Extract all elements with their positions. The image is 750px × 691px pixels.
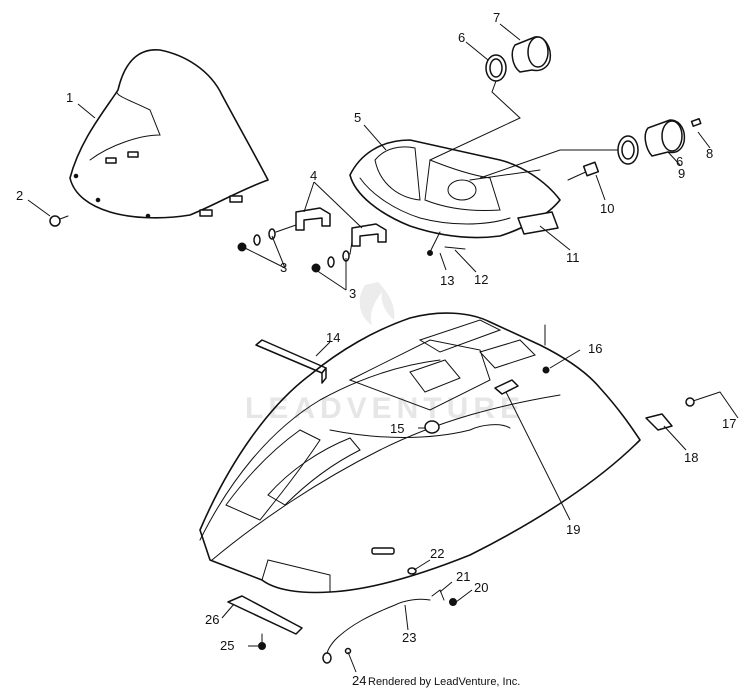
- tachometer[interactable]: [644, 119, 686, 157]
- speedometer[interactable]: [511, 36, 552, 73]
- callout-7: 7: [493, 10, 500, 25]
- tachometer-ring[interactable]: [617, 135, 639, 165]
- callout-19: 19: [566, 522, 580, 537]
- callout-21: 21: [456, 569, 470, 584]
- callout-6a: 6: [458, 30, 465, 45]
- callout-6b: 6: [676, 154, 683, 169]
- callout-25: 25: [220, 638, 234, 653]
- credit-text: Rendered by LeadVenture, Inc.: [368, 676, 520, 688]
- leader-lines: [27, 23, 739, 673]
- callout-12: 12: [474, 272, 488, 287]
- callout-13: 13: [440, 273, 454, 288]
- foam-strip[interactable]: [255, 339, 327, 384]
- callout-16: 16: [588, 341, 602, 356]
- console[interactable]: [349, 139, 561, 239]
- callout-11: 11: [566, 250, 580, 265]
- callout-1: 1: [66, 90, 73, 105]
- callout-10: 10: [600, 201, 614, 216]
- shield-screw[interactable]: [258, 633, 266, 650]
- callout-4: 4: [310, 168, 317, 183]
- callout-9: 9: [678, 166, 685, 181]
- watermark: LEADVENTURE: [245, 282, 525, 425]
- hood[interactable]: [199, 312, 641, 594]
- callout-20: 20: [474, 580, 488, 595]
- callout-15: 15: [390, 421, 404, 436]
- rivet[interactable]: [427, 231, 441, 256]
- callout-3b: 3: [349, 286, 356, 301]
- switch[interactable]: [567, 161, 600, 181]
- callout-18: 18: [684, 450, 698, 465]
- callout-23: 23: [402, 630, 416, 645]
- speedometer-ring[interactable]: [485, 54, 507, 82]
- callout-14: 14: [326, 330, 340, 345]
- tachometer-cable: [479, 149, 618, 179]
- speedometer-cable: [429, 80, 521, 161]
- bracket-hardware[interactable]: [237, 224, 353, 273]
- windshield[interactable]: [69, 49, 269, 219]
- callout-24: 24: [352, 673, 366, 688]
- callout-3a: 3: [280, 260, 287, 275]
- windshield-bracket[interactable]: [295, 207, 387, 247]
- watermark-text: LEADVENTURE: [245, 392, 525, 425]
- cable-bracket[interactable]: [645, 413, 673, 431]
- callout-labels: 1 2 3 3 4 5 6 6 7 8 9 10 11 12 13 14 15 …: [16, 10, 736, 688]
- decal-plate[interactable]: [517, 211, 559, 235]
- cotter-pin[interactable]: [444, 246, 466, 250]
- windshield-screw[interactable]: [49, 215, 69, 227]
- hood-latch-cable[interactable]: [322, 598, 431, 664]
- hood-cable[interactable]: [685, 391, 721, 407]
- callout-22: 22: [430, 546, 444, 561]
- tachometer-bulb[interactable]: [690, 118, 702, 127]
- callout-8: 8: [706, 146, 713, 161]
- callout-26: 26: [205, 612, 219, 627]
- callout-2: 2: [16, 188, 23, 203]
- callout-5: 5: [354, 110, 361, 125]
- hood-clip[interactable]: [494, 379, 519, 395]
- bottom-shield[interactable]: [227, 595, 303, 635]
- callout-17: 17: [722, 416, 736, 431]
